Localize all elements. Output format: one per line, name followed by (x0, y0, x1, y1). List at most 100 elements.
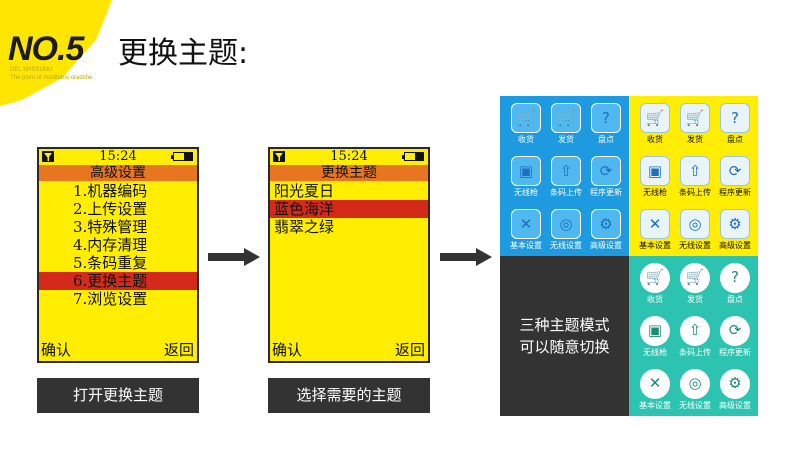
menu-item[interactable]: 4.内存清理 (73, 236, 148, 254)
theme-tile: ◎无线设置 (675, 366, 715, 416)
theme-tile-label: 条码上传 (550, 188, 582, 197)
theme-tile-label: 基本设置 (510, 241, 542, 250)
softkey-confirm[interactable]: 确认 (272, 341, 303, 359)
step-number: NO.5 (8, 30, 84, 68)
theme-info-box: 三种主题模式 可以随意切换 (500, 256, 629, 416)
arrow-right-icon (440, 248, 492, 266)
theme-tile-label: 高级设置 (719, 241, 751, 250)
screen-title: 更换主题 (270, 165, 428, 181)
theme-emerald-green: 🛒收货🛒发货?盘点▣无线枪⇧条码上传⟳程序更新✕基本设置◎无线设置⚙高级设置 (629, 256, 758, 416)
theme-blue-ocean: 🛒收货🛒发货?盘点▣无线枪⇧条码上传⟳程序更新✕基本设置◎无线设置⚙高级设置 (500, 96, 629, 256)
cart-ship-icon: 🛒 (680, 263, 710, 293)
softkey-confirm[interactable]: 确认 (41, 341, 72, 359)
clock: 15:24 (99, 149, 137, 164)
theme-tile: ⇧ 条码上传 (675, 313, 715, 363)
theme-tile-label: 程序更新 (590, 188, 622, 197)
theme-sunny-summer: 🛒 收货 🛒 发货 ?盘点 ▣无线枪⇧条码上传⟳程序更新 ✕ 基本设置 ◎无线设置⚙高级设置 (629, 96, 758, 256)
tools-icon: ✕ (511, 209, 541, 239)
status-bar: 15:24 (270, 149, 428, 165)
theme-tile-label: 高级设置 (590, 241, 622, 250)
wireless-icon: ◎ (680, 369, 710, 399)
menu-item[interactable]: 1.机器编码 (73, 182, 148, 200)
badge-subtext-1: DEL SHSSUNU (10, 67, 53, 73)
theme-tile-label: 盘点 (598, 135, 614, 144)
menu-item[interactable]: 阳光夏日 (274, 182, 335, 200)
theme-tile: ⇧条码上传 (675, 153, 715, 203)
menu-item[interactable]: 3.特殊管理 (73, 218, 148, 236)
theme-tile-label: 条码上传 (679, 348, 711, 357)
theme-tile-label: 无线枪 (514, 188, 538, 197)
update-icon: ⟳ (720, 316, 750, 346)
cart-ship-icon: 🛒 (680, 103, 710, 133)
theme-tile-label: 发货 (558, 135, 574, 144)
theme-tile-label: 程序更新 (719, 188, 751, 197)
theme-tile: 🛒 发货 (546, 100, 586, 150)
theme-tile-label: 基本设置 (639, 241, 671, 250)
scanner-icon: ▣ (640, 316, 670, 346)
upload-icon: ⇧ (680, 316, 710, 346)
phone-screen-change-theme: 15:24 更换主题 阳光夏日蓝色海洋翡翠之绿 确认 返回 (268, 147, 430, 363)
battery-icon (402, 152, 424, 161)
theme-tile: ⟳程序更新 (715, 313, 755, 363)
theme-menu: 阳光夏日蓝色海洋翡翠之绿 (270, 182, 428, 236)
tools-icon: ✕ (640, 369, 670, 399)
theme-tile: ✕ 基本设置 (635, 206, 675, 256)
signal-icon (273, 151, 285, 162)
theme-tile-label: 高级设置 (719, 401, 751, 410)
theme-tile: ? 盘点 (715, 260, 755, 310)
tools-icon: ✕ (640, 209, 670, 239)
page-title: 更换主题: (118, 36, 249, 71)
theme-tile: ⟳ 程序更新 (586, 153, 626, 203)
theme-tile-label: 盘点 (727, 295, 743, 304)
clock: 15:24 (330, 149, 368, 164)
cart-ship-icon: 🛒 (551, 103, 581, 133)
theme-tile: ⟳程序更新 (715, 153, 755, 203)
theme-preview-panel: 🛒收货🛒发货?盘点▣无线枪⇧条码上传⟳程序更新✕基本设置◎无线设置⚙高级设置 🛒… (500, 96, 758, 416)
menu-item[interactable]: 5.条码重复 (73, 254, 148, 272)
menu-item[interactable]: 6.更换主题 (39, 272, 197, 290)
cart-receive-icon: 🛒 (640, 103, 670, 133)
gear-icon: ⚙ (720, 369, 750, 399)
theme-tile: 🛒收货 (506, 100, 546, 150)
badge-subtext-2: The point of misdtuniu oradshe (10, 75, 93, 81)
menu-item[interactable]: 蓝色海洋 (270, 200, 428, 218)
theme-tile-label: 无线枪 (643, 348, 667, 357)
menu-item[interactable]: 翡翠之绿 (274, 218, 335, 236)
battery-icon (171, 152, 193, 161)
theme-tile-label: 基本设置 (639, 401, 671, 410)
theme-tile: 🛒发货 (675, 260, 715, 310)
theme-tile: ? 盘点 (586, 100, 626, 150)
cart-receive-icon: 🛒 (640, 263, 670, 293)
menu-item[interactable]: 2.上传设置 (73, 200, 148, 218)
theme-info-line-1: 三种主题模式 (519, 316, 610, 334)
theme-tile: ✕ 基本设置 (635, 366, 675, 416)
inventory-icon: ? (591, 103, 621, 133)
theme-tile-label: 无线枪 (643, 188, 667, 197)
arrow-right-icon (208, 248, 260, 266)
theme-info-line-2: 可以随意切换 (519, 338, 610, 356)
theme-tile: ⇧条码上传 (546, 153, 586, 203)
theme-tile-label: 发货 (687, 135, 703, 144)
update-icon: ⟳ (591, 156, 621, 186)
theme-tile: ◎无线设置 (675, 206, 715, 256)
theme-tile-label: 收货 (647, 135, 663, 144)
menu-item[interactable]: 7.浏览设置 (73, 290, 148, 308)
theme-tile: ⚙高级设置 (715, 206, 755, 256)
theme-tile-label: 无线设置 (550, 241, 582, 250)
theme-tile: ▣ 无线枪 (506, 153, 546, 203)
softkey-back[interactable]: 返回 (163, 341, 194, 359)
softkey-back[interactable]: 返回 (394, 341, 425, 359)
theme-tile-label: 盘点 (727, 135, 743, 144)
inventory-icon: ? (720, 263, 750, 293)
theme-tile: ✕ 基本设置 (506, 206, 546, 256)
theme-tile-label: 收货 (518, 135, 534, 144)
wireless-icon: ◎ (680, 209, 710, 239)
theme-tile: ◎无线设置 (546, 206, 586, 256)
theme-tile: ▣无线枪 (635, 153, 675, 203)
scanner-icon: ▣ (511, 156, 541, 186)
caption-select-theme: 选择需要的主题 (268, 378, 430, 413)
upload-icon: ⇧ (680, 156, 710, 186)
status-bar: 15:24 (39, 149, 197, 165)
theme-tile: ?盘点 (715, 100, 755, 150)
